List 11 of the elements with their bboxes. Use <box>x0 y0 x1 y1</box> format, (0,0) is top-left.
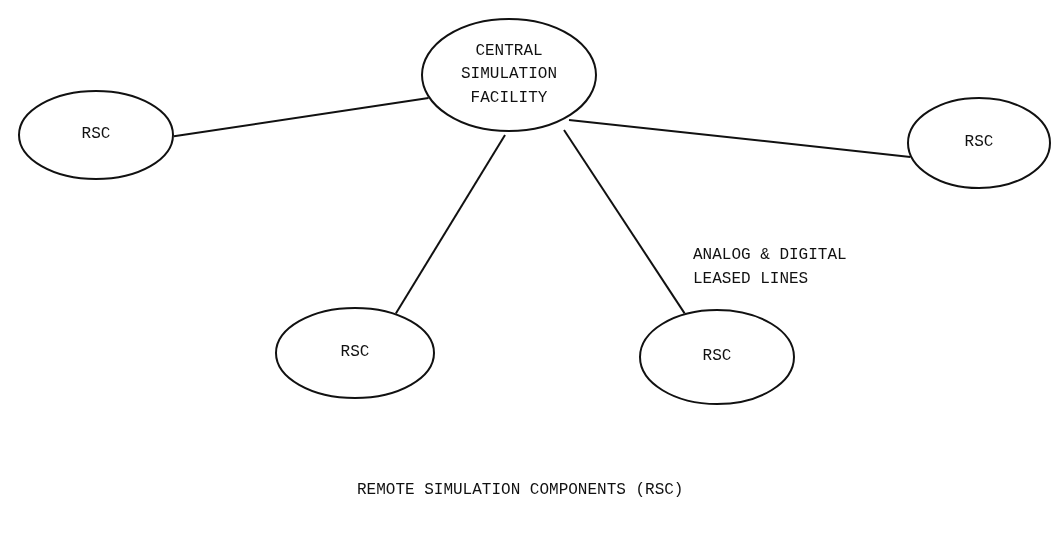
connector-line <box>172 97 430 138</box>
connector-line <box>394 134 506 315</box>
node-label: RSC <box>963 132 995 154</box>
caption: REMOTE SIMULATION COMPONENTS (RSC) <box>357 480 684 501</box>
node-label: RSC <box>80 124 112 146</box>
connector-line <box>568 119 912 158</box>
node-label: CENTRAL SIMULATION FACILITY <box>460 41 558 109</box>
node-label: RSC <box>339 342 371 364</box>
node-label: RSC <box>701 346 733 368</box>
connector-line <box>563 129 686 315</box>
line-annotation: ANALOG & DIGITAL LEASED LINES <box>693 245 848 290</box>
